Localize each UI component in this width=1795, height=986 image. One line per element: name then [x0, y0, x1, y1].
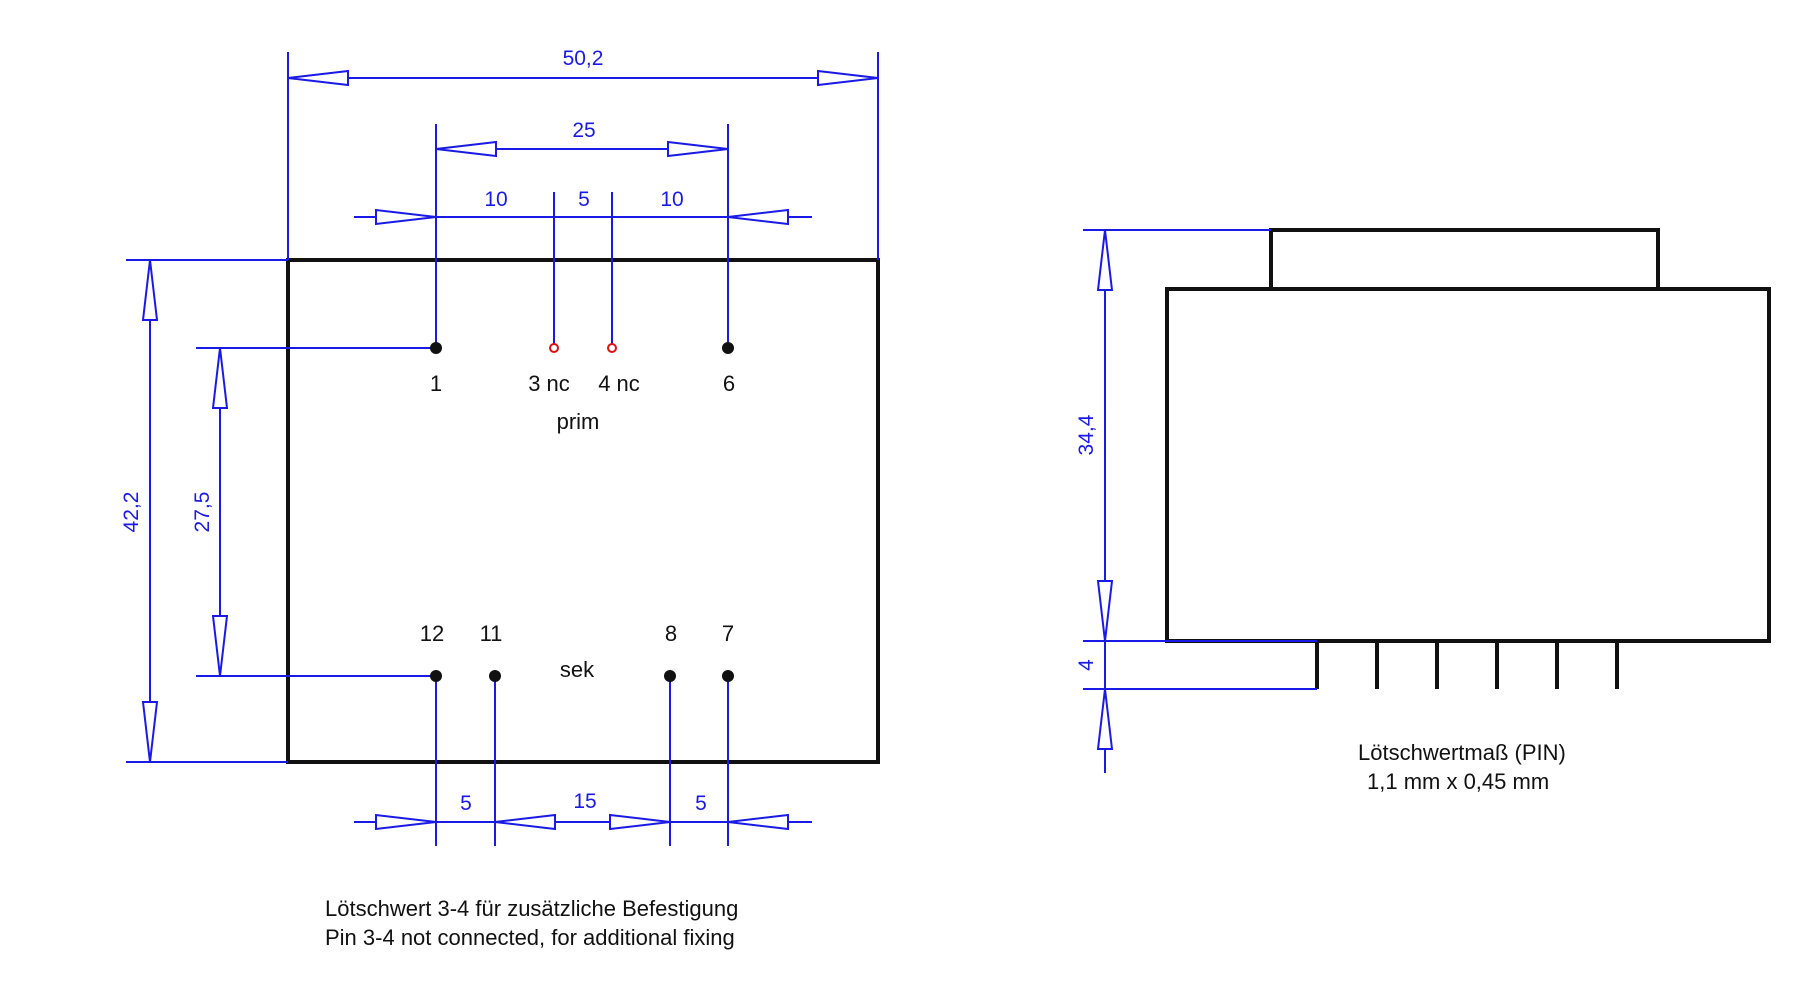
dimension-overall-height-label: 42,2	[120, 492, 143, 533]
dimension-bottom-pitch-row: 5 15 5	[354, 790, 812, 831]
dimension-row-spacing: 27,5	[191, 347, 436, 677]
top-view-note-line1: Lötschwert 3-4 für zusätzliche Befestigu…	[325, 896, 738, 921]
pin-6-label: 6	[723, 371, 735, 396]
dimension-row-spacing-label: 27,5	[191, 492, 214, 533]
top-view-note-line2: Pin 3-4 not connected, for additional fi…	[325, 925, 735, 950]
dimension-pin-length-label: 4	[1075, 659, 1098, 671]
primary-pins: 1 3 nc 4 nc 6 prim	[430, 342, 735, 434]
pin-1-label: 1	[430, 371, 442, 396]
pin-7	[722, 670, 734, 682]
pin-3-label: 3 nc	[528, 371, 570, 396]
side-view-note-line1: Lötschwertmaß (PIN)	[1358, 740, 1566, 765]
dimension-bottom-pitch-right-label: 5	[695, 792, 707, 815]
dimension-pin-length: 4	[1075, 641, 1317, 773]
pin-11	[489, 670, 501, 682]
pin-12	[430, 670, 442, 682]
dimension-body-height: 34,4	[1075, 229, 1317, 642]
side-view-body-outline	[1165, 287, 1771, 643]
primary-label: prim	[557, 409, 600, 434]
side-view-note-line2: 1,1 mm x 0,45 mm	[1367, 769, 1549, 794]
top-view-body-outline	[286, 258, 880, 764]
side-view-top-cap	[1269, 228, 1660, 289]
dimension-outer-pin-span: 25	[435, 119, 729, 348]
dimension-outer-pin-span-label: 25	[572, 119, 595, 142]
pin-4-label: 4 nc	[598, 371, 640, 396]
dimension-overall-width: 50,2	[287, 47, 879, 260]
pin-1	[430, 342, 442, 354]
top-view: 50,2 25 10 5 10 4	[120, 47, 880, 950]
pin-8	[664, 670, 676, 682]
dimension-bottom-pitch-left-label: 5	[460, 792, 472, 815]
pin-11-label: 11	[480, 621, 503, 646]
pin-12-label: 12	[420, 621, 444, 646]
dimension-overall-height: 42,2	[120, 259, 288, 763]
pin-8-label: 8	[665, 621, 677, 646]
side-view-pins	[1315, 641, 1619, 689]
pin-7-label: 7	[722, 621, 734, 646]
dimension-pitch-right-label: 10	[660, 188, 683, 211]
dimension-bottom-pitch-center-label: 15	[573, 790, 596, 813]
dimension-pitch-left-label: 10	[484, 188, 507, 211]
dimension-overall-width-label: 50,2	[563, 47, 604, 70]
dimension-top-pitch-row: 10 5 10	[354, 188, 812, 348]
dimension-pitch-center-label: 5	[578, 188, 590, 211]
side-view: 34,4 4 Lötschwertmaß (PIN) 1,1 mm x 0,45…	[1075, 228, 1771, 794]
dimension-body-height-label: 34,4	[1075, 414, 1098, 455]
secondary-label: sek	[560, 657, 595, 682]
pin-4-nc	[607, 343, 617, 353]
pin-6	[722, 342, 734, 354]
pin-3-nc	[549, 343, 559, 353]
secondary-pins: 12 11 8 7 sek	[420, 621, 734, 846]
